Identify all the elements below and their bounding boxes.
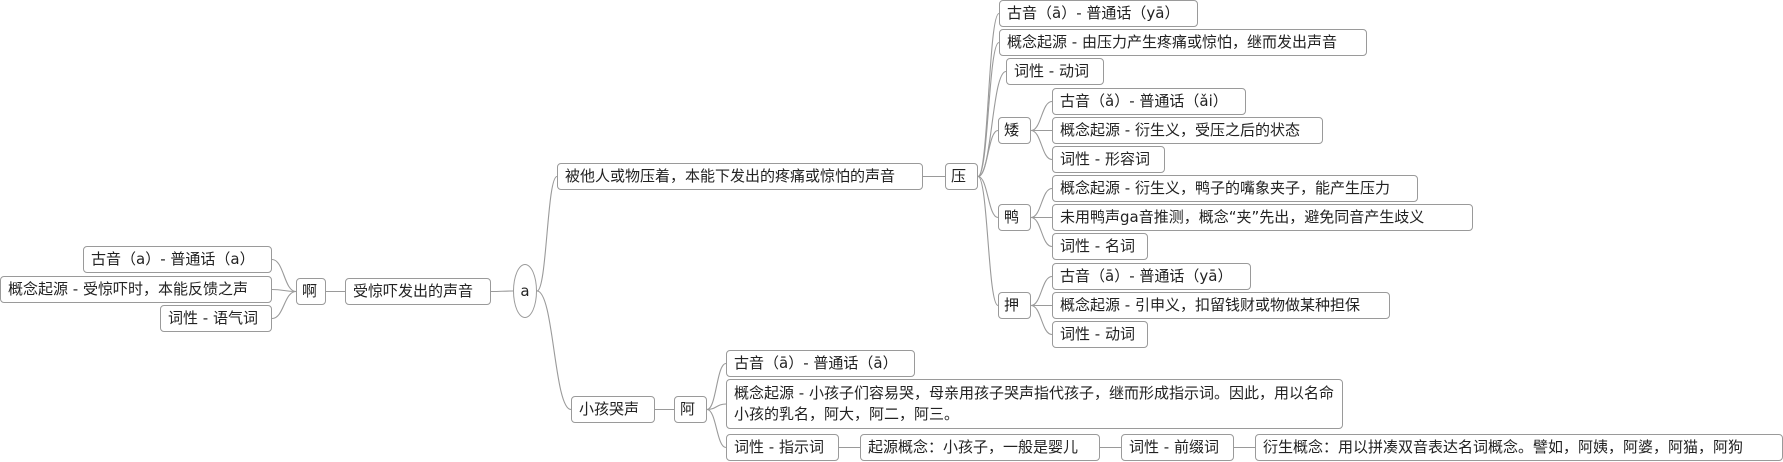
ya-pawn-leaf-pos[interactable]: 词性 - 动词 (1052, 321, 1148, 348)
left-leaf-pos[interactable]: 词性 - 语气词 (160, 305, 272, 332)
upper-leaf-pronunciation[interactable]: 古音（ā）- 普通话（yā） (999, 0, 1198, 27)
lower-leaf-pos[interactable]: 词性 - 指示词 (726, 434, 839, 461)
edge-duck-leaf-2 (1030, 216, 1053, 248)
ya-pawn-leaf-origin[interactable]: 概念起源 - 引申义，扣留钱财或物做某种担保 (1052, 292, 1390, 319)
upper-char-node[interactable]: 压 (945, 163, 978, 190)
lower-char-node[interactable]: 阿 (674, 396, 707, 423)
edge-ai-leaf-2 (1030, 129, 1053, 161)
ya-duck-leaf-origin[interactable]: 概念起源 - 衍生义，鸭子的嘴象夹子，能产生压力 (1052, 175, 1418, 202)
edge-left-leaf-2 (271, 290, 297, 320)
left-leaf-pronunciation[interactable]: 古音（a）- 普通话（a） (83, 246, 272, 273)
upper-leaf-origin[interactable]: 概念起源 - 由压力产生疼痛或惊怕，继而发出声音 (999, 29, 1367, 56)
lower-branch-node[interactable]: 小孩哭声 (571, 396, 655, 423)
ya-duck-leaf-pos[interactable]: 词性 - 名词 (1052, 233, 1148, 260)
edge-duck-leaf-0 (1030, 187, 1053, 219)
edge-upper-child-4 (977, 175, 999, 219)
edge-upper-child-1 (977, 41, 1000, 178)
derived-char-ya-pawn[interactable]: 押 (998, 292, 1031, 319)
edge-root-left (490, 290, 514, 293)
ya-duck-leaf-note[interactable]: 未用鸭声ga音推测，概念“夹”先出，避免同音产生歧义 (1052, 204, 1473, 231)
edge-left-leaf-0 (271, 258, 297, 293)
edge-pawn-leaf-2 (1030, 304, 1053, 336)
edge-root-lower (536, 290, 572, 411)
lower-leaf-origin[interactable]: 概念起源 - 小孩子们容易哭，母亲用孩子哭声指代孩子，继而形成指示词。因此，用以… (726, 379, 1343, 429)
edge-root-upper (536, 175, 558, 292)
edge-ai-leaf-0 (1030, 100, 1053, 132)
left-char-node[interactable]: 啊 (296, 278, 326, 305)
upper-leaf-pos[interactable]: 词性 - 动词 (1006, 58, 1104, 85)
edge-pawn-leaf-0 (1030, 275, 1053, 307)
left-leaf-origin[interactable]: 概念起源 - 受惊吓时，本能反馈之声 (0, 276, 272, 303)
lower-leaf-pronunciation[interactable]: 古音（ā）- 普通话（ā） (726, 350, 915, 377)
derived-char-ai[interactable]: 矮 (998, 117, 1031, 144)
edge-upper-child-5 (977, 175, 999, 307)
ai-leaf-pos[interactable]: 词性 - 形容词 (1052, 146, 1165, 173)
lower-chain-pos[interactable]: 词性 - 前缀词 (1121, 434, 1234, 461)
upper-branch-node[interactable]: 被他人或物压着，本能下发出的疼痛或惊怕的声音 (557, 163, 923, 190)
edge-lower-leaf-2 (706, 408, 727, 449)
edge-lower-leaf-0 (706, 362, 727, 411)
ai-leaf-origin[interactable]: 概念起源 - 衍生义，受压之后的状态 (1052, 117, 1323, 144)
left-branch-node[interactable]: 受惊吓发出的声音 (345, 278, 491, 305)
edge-lower-leaf-1 (706, 403, 727, 411)
lower-chain-origin[interactable]: 起源概念：小孩子，一般是婴儿 (860, 434, 1100, 461)
ya-pawn-leaf-pronunciation[interactable]: 古音（ā）- 普通话（yā） (1052, 263, 1251, 290)
derived-char-ya-duck[interactable]: 鸭 (998, 204, 1031, 231)
lower-chain-derived[interactable]: 衍生概念：用以拼凑双音表达名词概念。譬如，阿姨，阿婆，阿猫，阿狗 (1255, 434, 1783, 461)
ai-leaf-pronunciation[interactable]: 古音（ǎ）- 普通话（ǎi） (1052, 88, 1246, 115)
edge-upper-child-3 (977, 129, 999, 178)
root-node[interactable]: a (513, 264, 537, 318)
